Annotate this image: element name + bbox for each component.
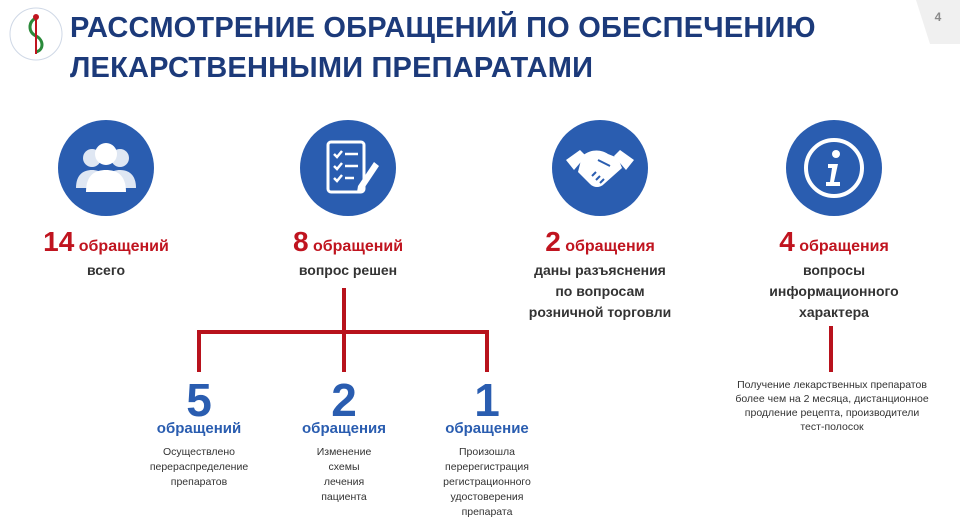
breakdown-number: 5 bbox=[186, 374, 212, 426]
connector-trunk bbox=[342, 288, 346, 332]
breakdown-description: Осуществлено перераспределение препарато… bbox=[119, 445, 279, 490]
stat-number: 14 bbox=[43, 226, 75, 257]
breakdown-line: лечения bbox=[323, 476, 365, 488]
note-line: тест-полосок bbox=[800, 421, 864, 433]
breakdown-line: Произошла bbox=[458, 446, 516, 458]
stat-number: 8 bbox=[292, 226, 309, 257]
stat-description-line: вопрос решен bbox=[298, 262, 398, 278]
stat-description-line: по вопросам bbox=[555, 283, 645, 299]
breakdown-line: удостоверения bbox=[450, 491, 524, 503]
stat-description-line: даны разъяснения bbox=[534, 262, 666, 278]
note-line: более чем на 2 месяца, дистанционное bbox=[735, 393, 929, 405]
breakdown-line: Изменение bbox=[316, 446, 372, 458]
stat-description: вопрос решен bbox=[248, 260, 448, 281]
page-number: 4 bbox=[934, 10, 942, 24]
stat-unit: обращений bbox=[312, 238, 404, 255]
breakdown-unit: обращения bbox=[302, 420, 386, 437]
breakdown-number: 2 bbox=[331, 374, 357, 426]
stat-description: вопросы информационного характера bbox=[734, 260, 934, 323]
page-title: РАССМОТРЕНИЕ ОБРАЩЕНИЙ ПО ОБЕСПЕЧЕНИЮ ЛЕ… bbox=[70, 8, 870, 88]
checklist-icon bbox=[300, 120, 396, 216]
breakdown-unit: обращений bbox=[156, 420, 242, 437]
note-line: Получение лекарственных препаратов bbox=[737, 379, 927, 391]
breakdown-description: Произошла перерегистрация регистрационно… bbox=[407, 445, 567, 520]
info-icon bbox=[786, 120, 882, 216]
breakdown-line: схемы bbox=[328, 461, 360, 473]
breakdown-line: перерегистрация bbox=[445, 461, 529, 473]
handshake-icon bbox=[552, 120, 648, 216]
stat-description-line: розничной торговли bbox=[528, 304, 672, 320]
stat-unit: обращений bbox=[78, 238, 169, 255]
breakdown-description: Изменение схемы лечения пациента bbox=[264, 445, 424, 505]
stat-informational: 4 обращения bbox=[734, 226, 934, 258]
breakdown-line: регистрационного bbox=[443, 476, 531, 488]
breakdown-line: препаратов bbox=[170, 476, 228, 488]
breakdown-line: Осуществлено bbox=[162, 446, 236, 458]
informational-note: Получение лекарственных препаратов более… bbox=[716, 378, 948, 434]
people-icon bbox=[58, 120, 154, 216]
connector-branch-middle bbox=[342, 330, 346, 372]
breakdown-number: 1 bbox=[474, 374, 500, 426]
note-line: продление рецепта, производители bbox=[744, 407, 920, 419]
title-line-1: РАССМОТРЕНИЕ ОБРАЩЕНИЙ ПО ОБЕСПЕЧЕНИЮ bbox=[70, 12, 816, 44]
breakdown-unit: обращение bbox=[445, 420, 529, 437]
stat-description: даны разъяснения по вопросам розничной т… bbox=[500, 260, 700, 323]
stat-explanations: 2 обращения bbox=[500, 226, 700, 258]
stat-number: 4 bbox=[779, 226, 795, 257]
connector-note bbox=[829, 326, 833, 372]
organization-logo bbox=[8, 6, 64, 62]
stat-unit: обращения bbox=[565, 238, 655, 255]
stat-description-line: вопросы bbox=[802, 262, 866, 278]
stat-resolved: 8 обращений bbox=[248, 226, 448, 258]
stat-total: 14 обращений bbox=[6, 226, 206, 258]
stat-number: 2 bbox=[545, 226, 561, 257]
connector-branch-left bbox=[197, 330, 201, 372]
connector-branch-right bbox=[485, 330, 489, 372]
stat-description: всего bbox=[6, 260, 206, 281]
title-line-2: ЛЕКАРСТВЕННЫМИ ПРЕПАРАТАМИ bbox=[70, 52, 594, 84]
stat-description-line: всего bbox=[86, 262, 126, 278]
page-number-tab bbox=[916, 0, 960, 44]
breakdown-line: перераспределение bbox=[149, 461, 249, 473]
breakdown-line: пациента bbox=[321, 491, 367, 503]
breakdown-line: препарата bbox=[461, 506, 513, 518]
stat-description-line: характера bbox=[799, 304, 869, 320]
stat-unit: обращения bbox=[799, 238, 889, 255]
stat-description-line: информационного bbox=[769, 283, 899, 299]
